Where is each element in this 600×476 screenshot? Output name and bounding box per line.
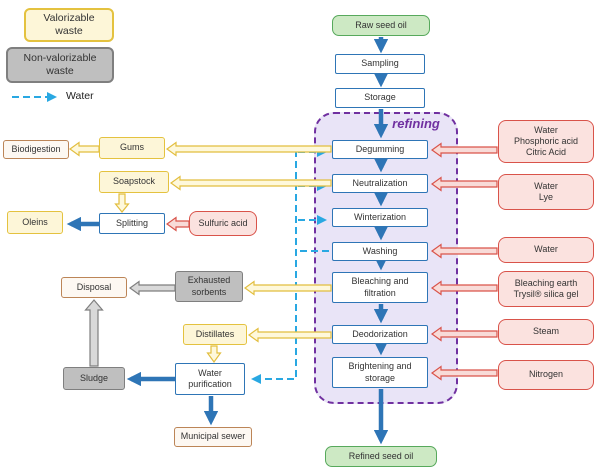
sludge-box: Sludge [63,367,125,390]
gums-box: Gums [99,137,165,159]
sulfuric-acid-box: Sulfuric acid [189,211,257,236]
water-purification-box: Water purification [175,363,245,395]
disposal-box: Disposal [61,277,127,298]
refined-seed-oil-box: Refined seed oil [325,446,437,467]
degumming-box: Degumming [332,140,428,159]
washing-box: Washing [332,242,428,261]
non-valorizable-arrows [84,280,176,367]
input-washing-box: Water [498,237,594,263]
input-bleaching-box: Bleaching earth Trysil® silica gel [498,271,594,307]
splitting-box: Splitting [99,213,165,234]
winterization-box: Winterization [332,208,428,227]
arrow-exhausted-sorbents-to-disposal [128,280,176,296]
arrow-sulfuric-to-splitting [165,216,190,232]
legend-water-label: Water [66,90,94,102]
municipal-sewer-box: Municipal sewer [174,427,252,447]
input-deodorization-box: Steam [498,319,594,345]
legend-non-valorizable-waste: Non-valorizable waste [6,47,114,83]
valorizable-arrows [68,141,332,364]
arrow-deodorization-to-distillates [247,327,332,343]
arrow-gums-to-biodigestion [68,141,100,157]
arrow-neutralization-to-soapstock [169,175,332,191]
neutralization-box: Neutralization [332,174,428,193]
refining-label: refining [392,116,440,131]
distillates-box: Distillates [183,324,247,345]
arrow-degumming-to-gums [165,141,332,157]
oleins-box: Oleins [7,211,63,234]
flow-arrows [66,37,389,445]
bleaching-filtration-box: Bleaching and filtration [332,272,428,303]
biodigestion-box: Biodigestion [3,140,69,159]
arrow-input-bleaching [430,280,498,296]
arrow-sludge-to-disposal [84,299,104,367]
arrow-input-deodorization [430,326,498,342]
legend-valorizable-waste: Valorizable waste [24,8,114,42]
exhausted-sorbents-box: Exhausted sorbents [175,271,243,302]
arrow-input-degumming [430,142,498,158]
arrow-input-neutralization [430,176,498,192]
arrow-distillates-to-water-purification [206,345,222,364]
input-degumming-box: Water Phosphoric acid Citric Acid [498,120,594,163]
input-brightening-box: Nitrogen [498,360,594,390]
sampling-box: Sampling [335,54,425,74]
input-neutralization-box: Water Lye [498,174,594,210]
arrow-input-brightening [430,365,498,381]
raw-seed-oil-box: Raw seed oil [332,15,430,36]
arrow-input-washing [430,243,498,259]
input-arrows [165,142,498,381]
arrow-bleaching-to-exhausted-sorbents [243,280,332,296]
arrow-soapstock-to-splitting [114,193,130,213]
brightening-storage-box: Brightening and storage [332,357,428,388]
storage-box: Storage [335,88,425,108]
soapstock-box: Soapstock [99,171,169,193]
deodorization-box: Deodorization [332,325,428,344]
